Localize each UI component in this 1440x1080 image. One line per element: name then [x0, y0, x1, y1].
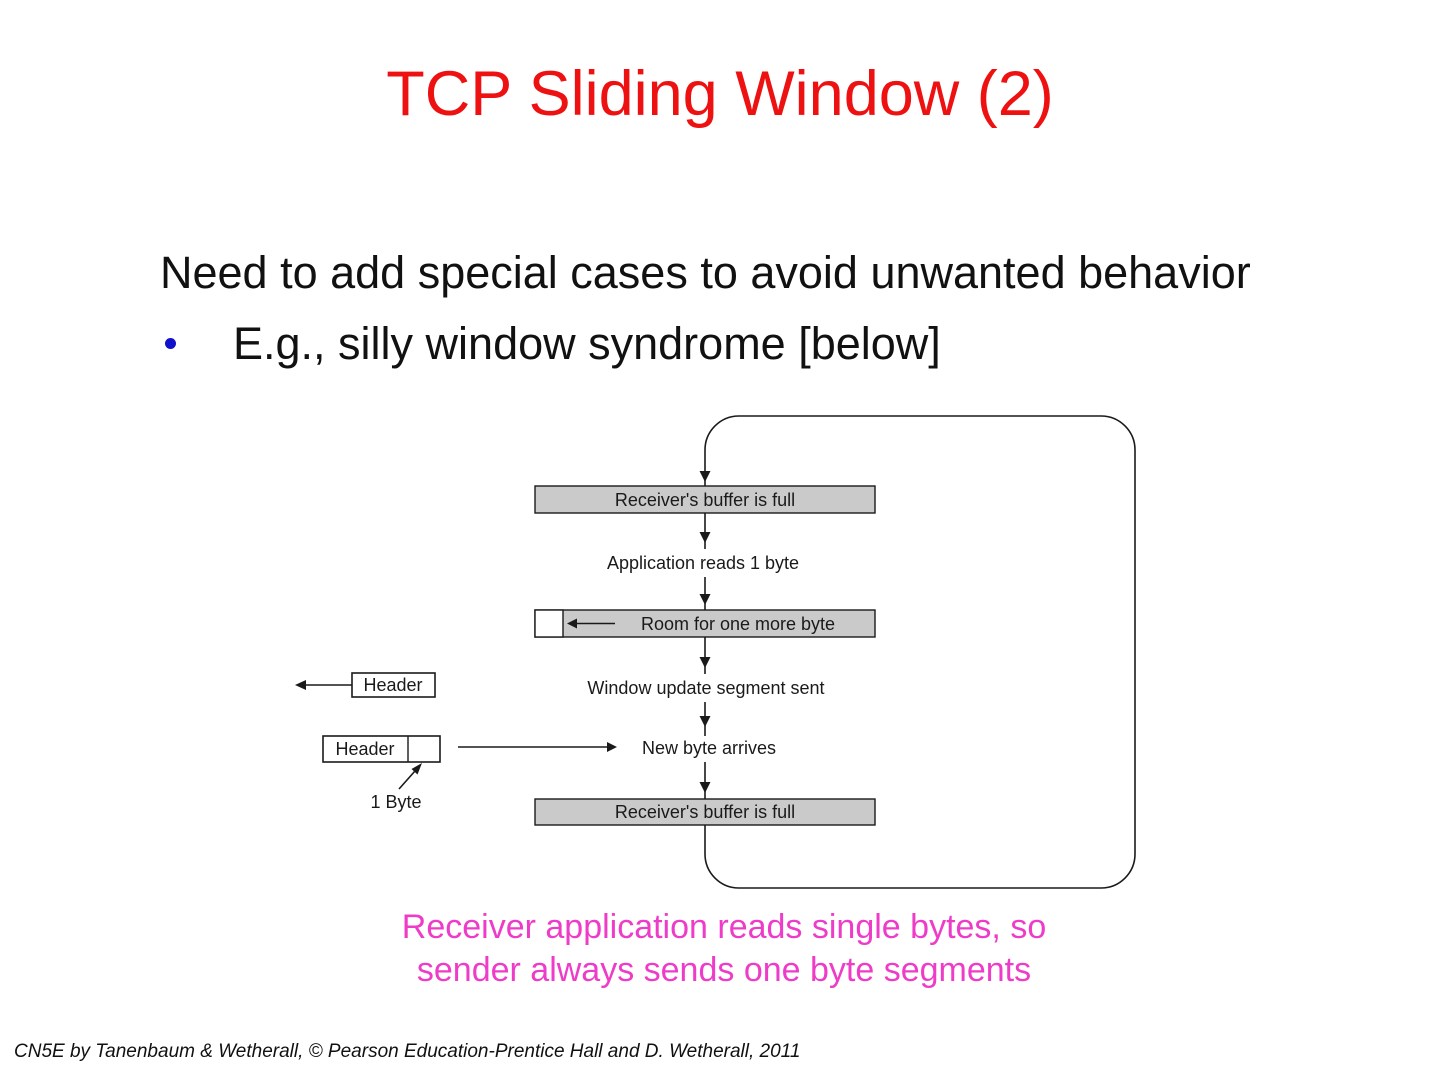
flow-arrowhead-down-icon	[699, 594, 711, 605]
flow-arrowhead-down-icon	[699, 782, 711, 793]
bullet-item-text: E.g., silly window syndrome [below]	[233, 318, 941, 369]
one-byte-arrowhead-icon	[411, 763, 422, 775]
label-mask	[598, 549, 812, 577]
one-byte-label: 1 Byte	[370, 792, 421, 812]
header-box-top-label: Header	[363, 675, 422, 695]
box-buffer-full-bottom	[534, 798, 876, 826]
loop-path	[704, 415, 1136, 889]
bullet-item: E.g., silly window syndrome [below]	[160, 321, 941, 366]
box-room-free-cell	[534, 609, 564, 638]
one-byte-arrow-line	[398, 770, 416, 790]
caption: Receiver application reads single bytes,…	[0, 906, 1440, 992]
label-app-reads: Application reads 1 byte	[607, 553, 799, 573]
body-text: Need to add special cases to avoid unwan…	[160, 247, 1251, 298]
label-mask	[625, 736, 793, 762]
label-new-byte: New byte arrives	[642, 738, 776, 758]
header-box-bottom-label: Header	[335, 739, 394, 759]
header-box-bottom	[322, 735, 441, 763]
label-window-update: Window update segment sent	[587, 678, 824, 698]
box-room-label: Room for one more byte	[641, 614, 835, 634]
caption-line-2: sender always sends one byte segments	[416, 951, 1032, 989]
bullet-dot-icon	[165, 338, 176, 349]
room-arrowhead-left-icon	[567, 618, 577, 629]
flow-arrowhead-down-icon	[699, 532, 711, 543]
segment-arrowhead-right-icon	[607, 742, 617, 752]
header-box-top	[351, 672, 436, 698]
label-mask	[572, 674, 840, 702]
footer-credit: CN5E by Tanenbaum & Wetherall, © Pearson…	[14, 1041, 801, 1062]
caption-line-1: Receiver application reads single bytes,…	[401, 908, 1047, 946]
header-arrowhead-left-icon	[295, 680, 306, 690]
box-buffer-full-bottom-label: Receiver's buffer is full	[615, 802, 795, 822]
box-buffer-full-top-label: Receiver's buffer is full	[615, 490, 795, 510]
flow-arrowhead-down-icon	[699, 471, 711, 482]
box-buffer-full-top	[534, 485, 876, 514]
slide-title: TCP Sliding Window (2)	[386, 59, 1054, 129]
flow-arrowhead-down-icon	[699, 657, 711, 668]
flow-arrowhead-down-icon	[699, 716, 711, 727]
